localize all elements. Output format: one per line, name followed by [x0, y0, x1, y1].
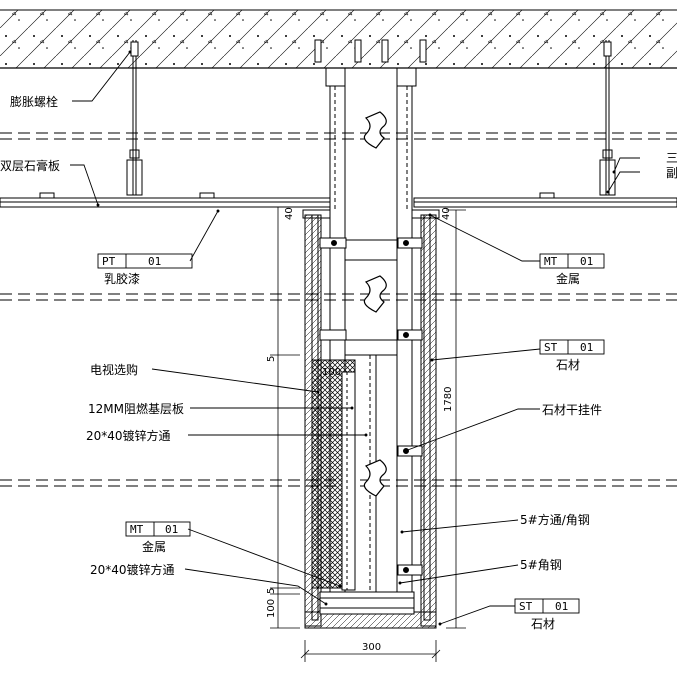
tag-mt01-top-code: MT: [544, 255, 558, 268]
tag-st01-mid-code: ST: [544, 341, 558, 354]
tag-mt01-left-code: MT: [130, 523, 144, 536]
tag-st01-bottom-name: 石材: [531, 617, 555, 631]
label-right-cut-2: 副: [666, 166, 677, 180]
dim-left-5-top: 5: [266, 356, 277, 362]
label-angle-steel: 5#角钢: [520, 558, 562, 572]
material-tags: [97, 253, 605, 614]
label-fire-board: 12MM阻燃基层板: [88, 401, 184, 416]
tag-st01-mid-name: 石材: [556, 358, 580, 372]
tag-pt01-name: 乳胶漆: [104, 271, 140, 286]
tag-st01-bottom-num: 01: [555, 600, 568, 613]
dim-top-40-right: 40: [441, 207, 452, 220]
expansion-bolts: [130, 39, 612, 63]
tv-alcove-panel: [311, 359, 356, 591]
dim-width-300: 300: [362, 642, 381, 653]
tag-st01-bottom-code: ST: [519, 600, 533, 613]
label-tv-alcove: 电视选购: [90, 362, 138, 377]
label-right-cut-1: 三: [666, 151, 677, 165]
tag-mt01-left-num: 01: [165, 523, 178, 536]
dim-height-1780: 1780: [443, 387, 454, 412]
label-double-gypsum: 双层石膏板: [0, 158, 60, 173]
dim-left-5-bottom: 5: [266, 588, 277, 594]
tag-mt01-top-num: 01: [580, 255, 593, 268]
dim-inner-100: 100: [322, 367, 341, 378]
tag-mt01-top-name: 金属: [556, 271, 580, 286]
break-lines: [0, 132, 677, 487]
label-galv-tube-top: 20*40镀锌方通: [86, 428, 171, 443]
column-break-symbols: [363, 111, 387, 497]
tag-pt01-num: 01: [148, 255, 161, 268]
concrete-slab: [0, 9, 677, 69]
dim-top-40-left: 40: [284, 207, 295, 220]
label-expansion-bolt: 膨胀螺栓: [10, 94, 58, 109]
label-square-angle: 5#方通/角钢: [520, 512, 590, 527]
tag-st01-mid-num: 01: [580, 341, 593, 354]
label-stone-hanger: 石材干挂件: [542, 403, 602, 417]
tag-pt01-code: PT: [102, 255, 116, 268]
leader-lines: [70, 50, 640, 626]
hanger-rods: [126, 40, 616, 196]
ceiling-gypsum-board: [0, 192, 677, 208]
dimension-lines: [270, 206, 466, 662]
label-galv-tube-bottom: 20*40镀锌方通: [90, 562, 175, 577]
tag-mt01-left-name: 金属: [142, 539, 166, 554]
dim-left-100: 100: [266, 599, 277, 618]
